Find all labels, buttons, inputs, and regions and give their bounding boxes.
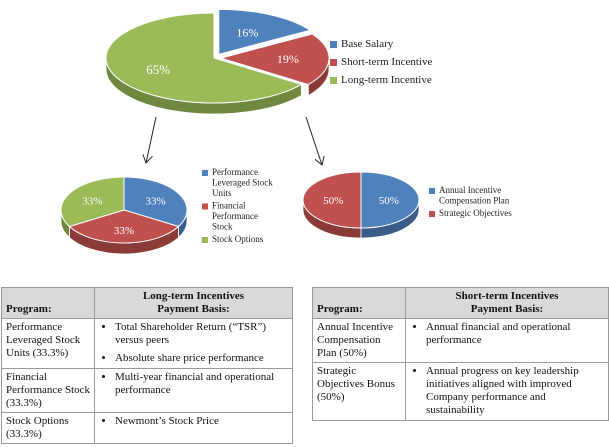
pie-slice-strategic-objectives <box>302 171 362 229</box>
basis-cell: Annual progress on key leadership initia… <box>405 362 609 421</box>
legend-label: Stock Options <box>212 234 264 244</box>
program-cell: Performance Leveraged Stock Units (33.3%… <box>1 318 95 369</box>
basis-item: Annual financial and operational perform… <box>426 321 604 347</box>
basis-cell: Annual financial and operational perform… <box>405 318 609 363</box>
slice-value-label: 50% <box>323 195 343 207</box>
long-term-incentive-pie: 33% 33% 33% <box>60 176 188 255</box>
basis-cell: Total Shareholder Return (“TSR”) versus … <box>94 318 293 369</box>
table-row: Strategic Objectives Bonus (50%) Annual … <box>312 362 609 421</box>
slice-value-label: 33% <box>146 195 166 207</box>
slice-value-label: 65% <box>146 62 170 77</box>
legend-label: Compensation Plan <box>439 196 510 206</box>
basis-cell: Multi-year financial and operational per… <box>94 368 293 413</box>
table-row: Stock Options (33.3%) Newmont’s Stock Pr… <box>1 412 293 444</box>
legend-swatch <box>202 203 208 210</box>
pie-slice-stock-options <box>60 176 125 228</box>
legend-label: Short-term Incentive <box>341 56 432 68</box>
legend-swatch <box>429 211 435 217</box>
basis-item: Absolute share price performance <box>115 352 288 365</box>
legend-label: Performance <box>212 167 258 177</box>
legend-label: Base Salary <box>341 38 394 50</box>
payment-basis-header: Long-term Incentives Payment Basis: <box>94 287 293 319</box>
header-line: Short-term Incentives <box>455 290 559 302</box>
pie-slice-short-term-incentive <box>219 33 330 86</box>
table-row: Annual Incentive Compensation Plan (50%)… <box>312 318 609 363</box>
program-cell: Financial Performance Stock (33.3%) <box>1 368 95 413</box>
compensation-mix-pie: 16% 19% 65% <box>105 8 330 115</box>
legend-label: Strategic Objectives <box>439 208 512 218</box>
table-header-row: Program: Long-term Incentives Payment Ba… <box>1 287 293 319</box>
legend-swatch <box>330 59 337 66</box>
basis-item: Total Shareholder Return (“TSR”) versus … <box>115 321 288 347</box>
payment-basis-header: Short-term Incentives Payment Basis: <box>405 287 609 319</box>
arrow-to-long-term-pie <box>146 116 157 163</box>
header-line: Long-term Incentives <box>142 290 245 302</box>
table-row: Financial Performance Stock (33.3%) Mult… <box>1 368 293 413</box>
legend-swatch <box>330 41 337 48</box>
legend-swatch <box>429 188 435 194</box>
header-line: Payment Basis: <box>470 303 544 315</box>
legend-swatch <box>202 170 208 176</box>
legend-label: Annual Incentive <box>439 185 501 195</box>
legend-swatch <box>202 237 208 243</box>
arrow-to-short-term-pie <box>305 116 322 165</box>
basis-cell: Newmont’s Stock Price <box>94 412 293 444</box>
program-header: Program: <box>312 287 406 319</box>
legend-label: Long-term Incentive <box>341 74 432 86</box>
legend-label: Units <box>212 188 232 198</box>
pie-slice-performance-leveraged-stock-units <box>123 176 188 228</box>
pie-slice-long-term-incentive <box>105 12 303 104</box>
basis-item: Newmont’s Stock Price <box>115 415 288 428</box>
short-term-incentive-pie: 50% 50% <box>302 171 420 239</box>
table-row: Performance Leveraged Stock Units (33.3%… <box>1 318 293 369</box>
slice-value-label: 50% <box>379 195 399 207</box>
short-term-incentives-table: Program: Short-term Incentives Payment B… <box>312 287 609 421</box>
long-term-incentives-table: Program: Long-term Incentives Payment Ba… <box>1 287 293 444</box>
basis-item: Multi-year financial and operational per… <box>115 371 288 397</box>
program-cell: Stock Options (33.3%) <box>1 412 95 444</box>
legend-label: Financial <box>212 201 246 211</box>
pie-slice-annual-incentive-compensation-plan <box>360 171 420 229</box>
table-header-row: Program: Short-term Incentives Payment B… <box>312 287 609 319</box>
pie-slice-base-salary <box>218 8 312 55</box>
slice-value-label: 33% <box>82 195 102 207</box>
legend-label: Stock <box>212 222 233 232</box>
program-cell: Strategic Objectives Bonus (50%) <box>312 362 406 421</box>
header-line: Payment Basis: <box>157 303 230 315</box>
program-header: Program: <box>1 287 95 319</box>
slice-value-label: 16% <box>236 26 258 40</box>
legend-swatch <box>330 77 337 84</box>
slice-value-label: 33% <box>114 225 134 237</box>
legend-label: Performance <box>212 211 258 221</box>
legend-label: Leveraged Stock <box>212 178 273 188</box>
program-cell: Annual Incentive Compensation Plan (50%) <box>312 318 406 363</box>
slice-value-label: 19% <box>277 52 299 66</box>
basis-item: Annual progress on key leadership initia… <box>426 365 604 417</box>
